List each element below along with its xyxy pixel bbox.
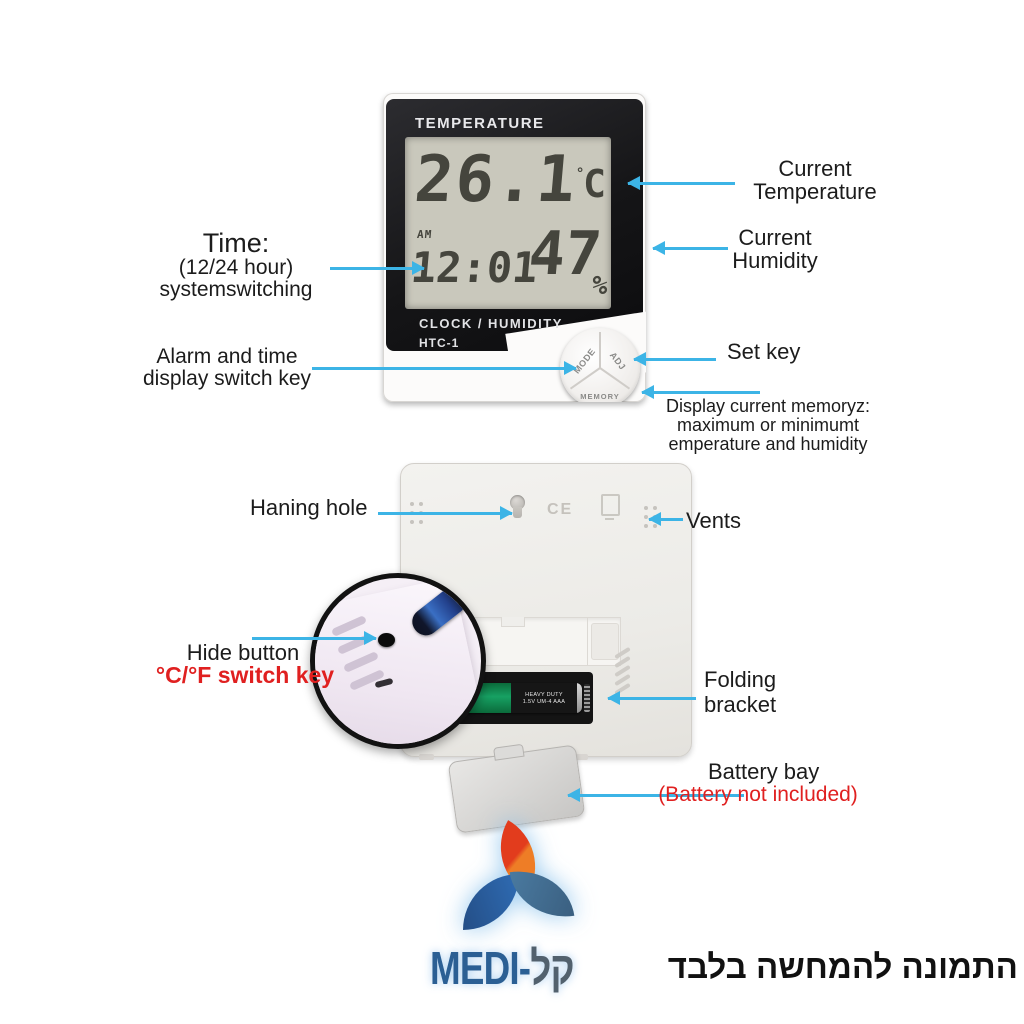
- percent-symbol: %: [591, 271, 610, 301]
- arrow-mode-button: [312, 361, 577, 375]
- label-current-temperature: Current Temperature: [753, 156, 877, 204]
- degree-symbol: °: [577, 165, 584, 182]
- temperature-unit: ° C: [577, 165, 606, 203]
- label-hide-button: Hide button: [186, 640, 300, 665]
- back-foot: [419, 754, 434, 760]
- am-indicator: AM: [416, 228, 433, 241]
- magnifier-inset: [310, 573, 486, 749]
- ce-mark: CE: [547, 501, 574, 518]
- label-time-system: Time: (12/24 hour) systemswitching: [159, 228, 313, 301]
- label-memory-display: Display current memoryz: maximum or mini…: [665, 396, 871, 454]
- cover-tab: [493, 743, 525, 761]
- label-folding-bracket: Folding bracket: [704, 667, 777, 717]
- lcd-second-row: AM 12:01 47 %: [405, 219, 611, 309]
- label-set-key: Set key: [727, 339, 801, 364]
- label-alarm-switch: Alarm and time display switch key: [142, 345, 312, 390]
- temperature-caption: TEMPERATURE: [415, 115, 545, 132]
- arrow-folding-bracket: [607, 691, 696, 705]
- arrow-current-humidity: [652, 241, 728, 255]
- battery-spring: [584, 684, 590, 712]
- celsius-symbol: C: [583, 162, 606, 206]
- arrow-hanging-hole: [378, 506, 513, 520]
- arrow-current-temperature: [627, 176, 735, 190]
- medi-kal-logo-icon: [455, 820, 590, 947]
- label-hanging-hole: Haning hole: [250, 495, 368, 520]
- clock-humidity-caption: CLOCK / HUMIDITY: [419, 316, 563, 331]
- side-vent-slits: [614, 646, 631, 696]
- lcd-display: 26.1 ° C AM 12:01 47 %: [405, 137, 611, 309]
- clock-reading: 12:01: [408, 243, 540, 292]
- back-foot: [573, 754, 588, 760]
- arrow-time: [330, 261, 425, 275]
- label-vents: Vents: [686, 508, 742, 533]
- logo-petal-blue: [463, 874, 519, 930]
- memory-button: MEMORY: [580, 392, 620, 401]
- hide-button-icon: [378, 633, 395, 647]
- brand-wordmark: MEDI-קל: [430, 942, 575, 994]
- device-front-view: TEMPERATURE 26.1 ° C AM 12:01 47 % CLOCK…: [383, 93, 646, 402]
- arrow-memory-button: [641, 385, 760, 399]
- label-battery-bay: Battery bay: [708, 759, 820, 784]
- logo-petal-steel: [509, 864, 575, 924]
- hebrew-disclaimer: התמונה להמחשה בלבד: [667, 948, 1018, 985]
- arrow-battery-bay: [567, 788, 744, 802]
- arrow-set-key: [633, 352, 716, 366]
- arrow-hide-button: [252, 631, 377, 645]
- arrow-vents: [648, 512, 683, 526]
- button-divider: [599, 332, 601, 368]
- weee-bin-icon: [601, 494, 620, 520]
- hanging-hole-icon: [509, 495, 526, 521]
- label-cf-switch-key: °C/°F switch key: [155, 662, 335, 688]
- label-current-humidity: Current Humidity: [732, 225, 818, 273]
- model-number: HTC-1: [419, 336, 460, 350]
- temperature-reading: 26.1: [411, 143, 581, 217]
- battery-bay-cover: [447, 743, 586, 834]
- label-battery-not-included: (Battery not included): [658, 783, 858, 806]
